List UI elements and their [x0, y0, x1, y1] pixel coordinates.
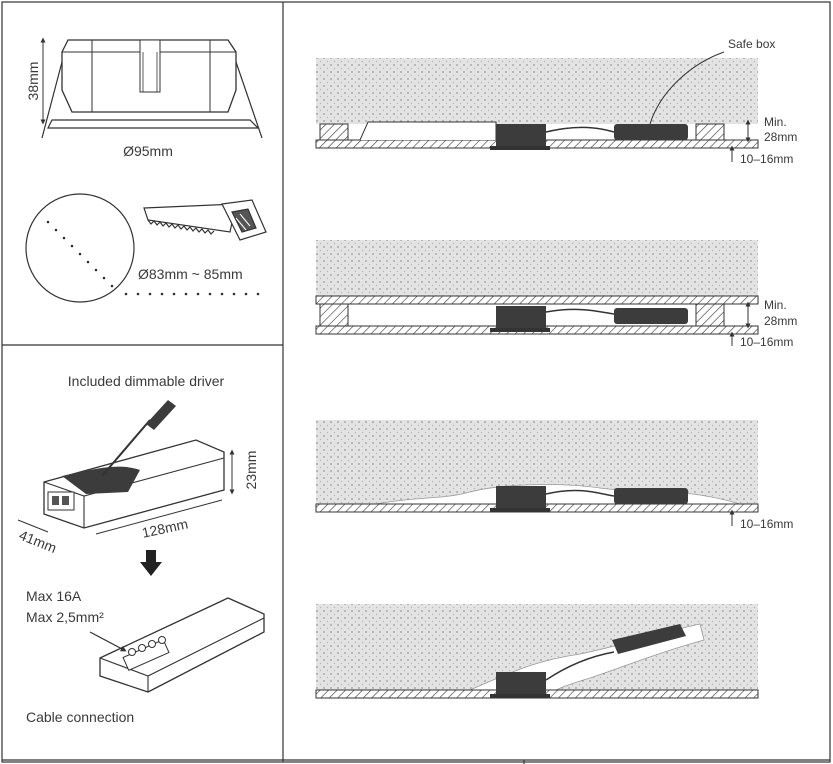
downlight-dimension-drawing: 38mm Ø95mm	[25, 37, 263, 159]
min-depth-label-1: 28mm	[764, 130, 797, 144]
cutout-drawing: Ø83mm ~ 85mm	[25, 193, 267, 303]
min-label-1: Min.	[764, 115, 787, 129]
install-scenario-1: Safe box Min. 28mm 10–16mm	[315, 37, 797, 166]
install-scenario-4	[315, 604, 759, 699]
driver-width-label: 41mm	[17, 527, 59, 556]
thickness-label-1: 10–16mm	[740, 152, 793, 166]
min-depth-label-2: 28mm	[764, 314, 797, 328]
down-arrow-icon	[140, 550, 162, 576]
max-current-label: Max 16A	[26, 588, 82, 604]
driver-drawing: Included dimmable driver 23mm 41mm 128mm	[17, 373, 265, 725]
cutout-label: Ø83mm ~ 85mm	[138, 266, 243, 282]
screwdriver-icon	[101, 400, 176, 477]
thickness-label-2: 10–16mm	[740, 335, 793, 349]
saw-icon	[143, 199, 267, 241]
min-label-2: Min.	[764, 298, 787, 312]
thickness-label-3: 10–16mm	[740, 517, 793, 531]
safe-box-label: Safe box	[728, 37, 775, 51]
max-section-label: Max 2,5mm²	[26, 609, 104, 625]
cable-connection-caption: Cable connection	[26, 709, 134, 725]
diameter-label: Ø95mm	[123, 143, 173, 159]
height-label: 38mm	[25, 62, 41, 101]
driver-title: Included dimmable driver	[68, 373, 225, 389]
driver-height-label: 23mm	[243, 451, 259, 490]
install-scenario-2: Min. 28mm 10–16mm	[315, 240, 797, 349]
install-scenario-3: 10–16mm	[315, 420, 793, 531]
driver-length-label: 128mm	[140, 515, 189, 540]
